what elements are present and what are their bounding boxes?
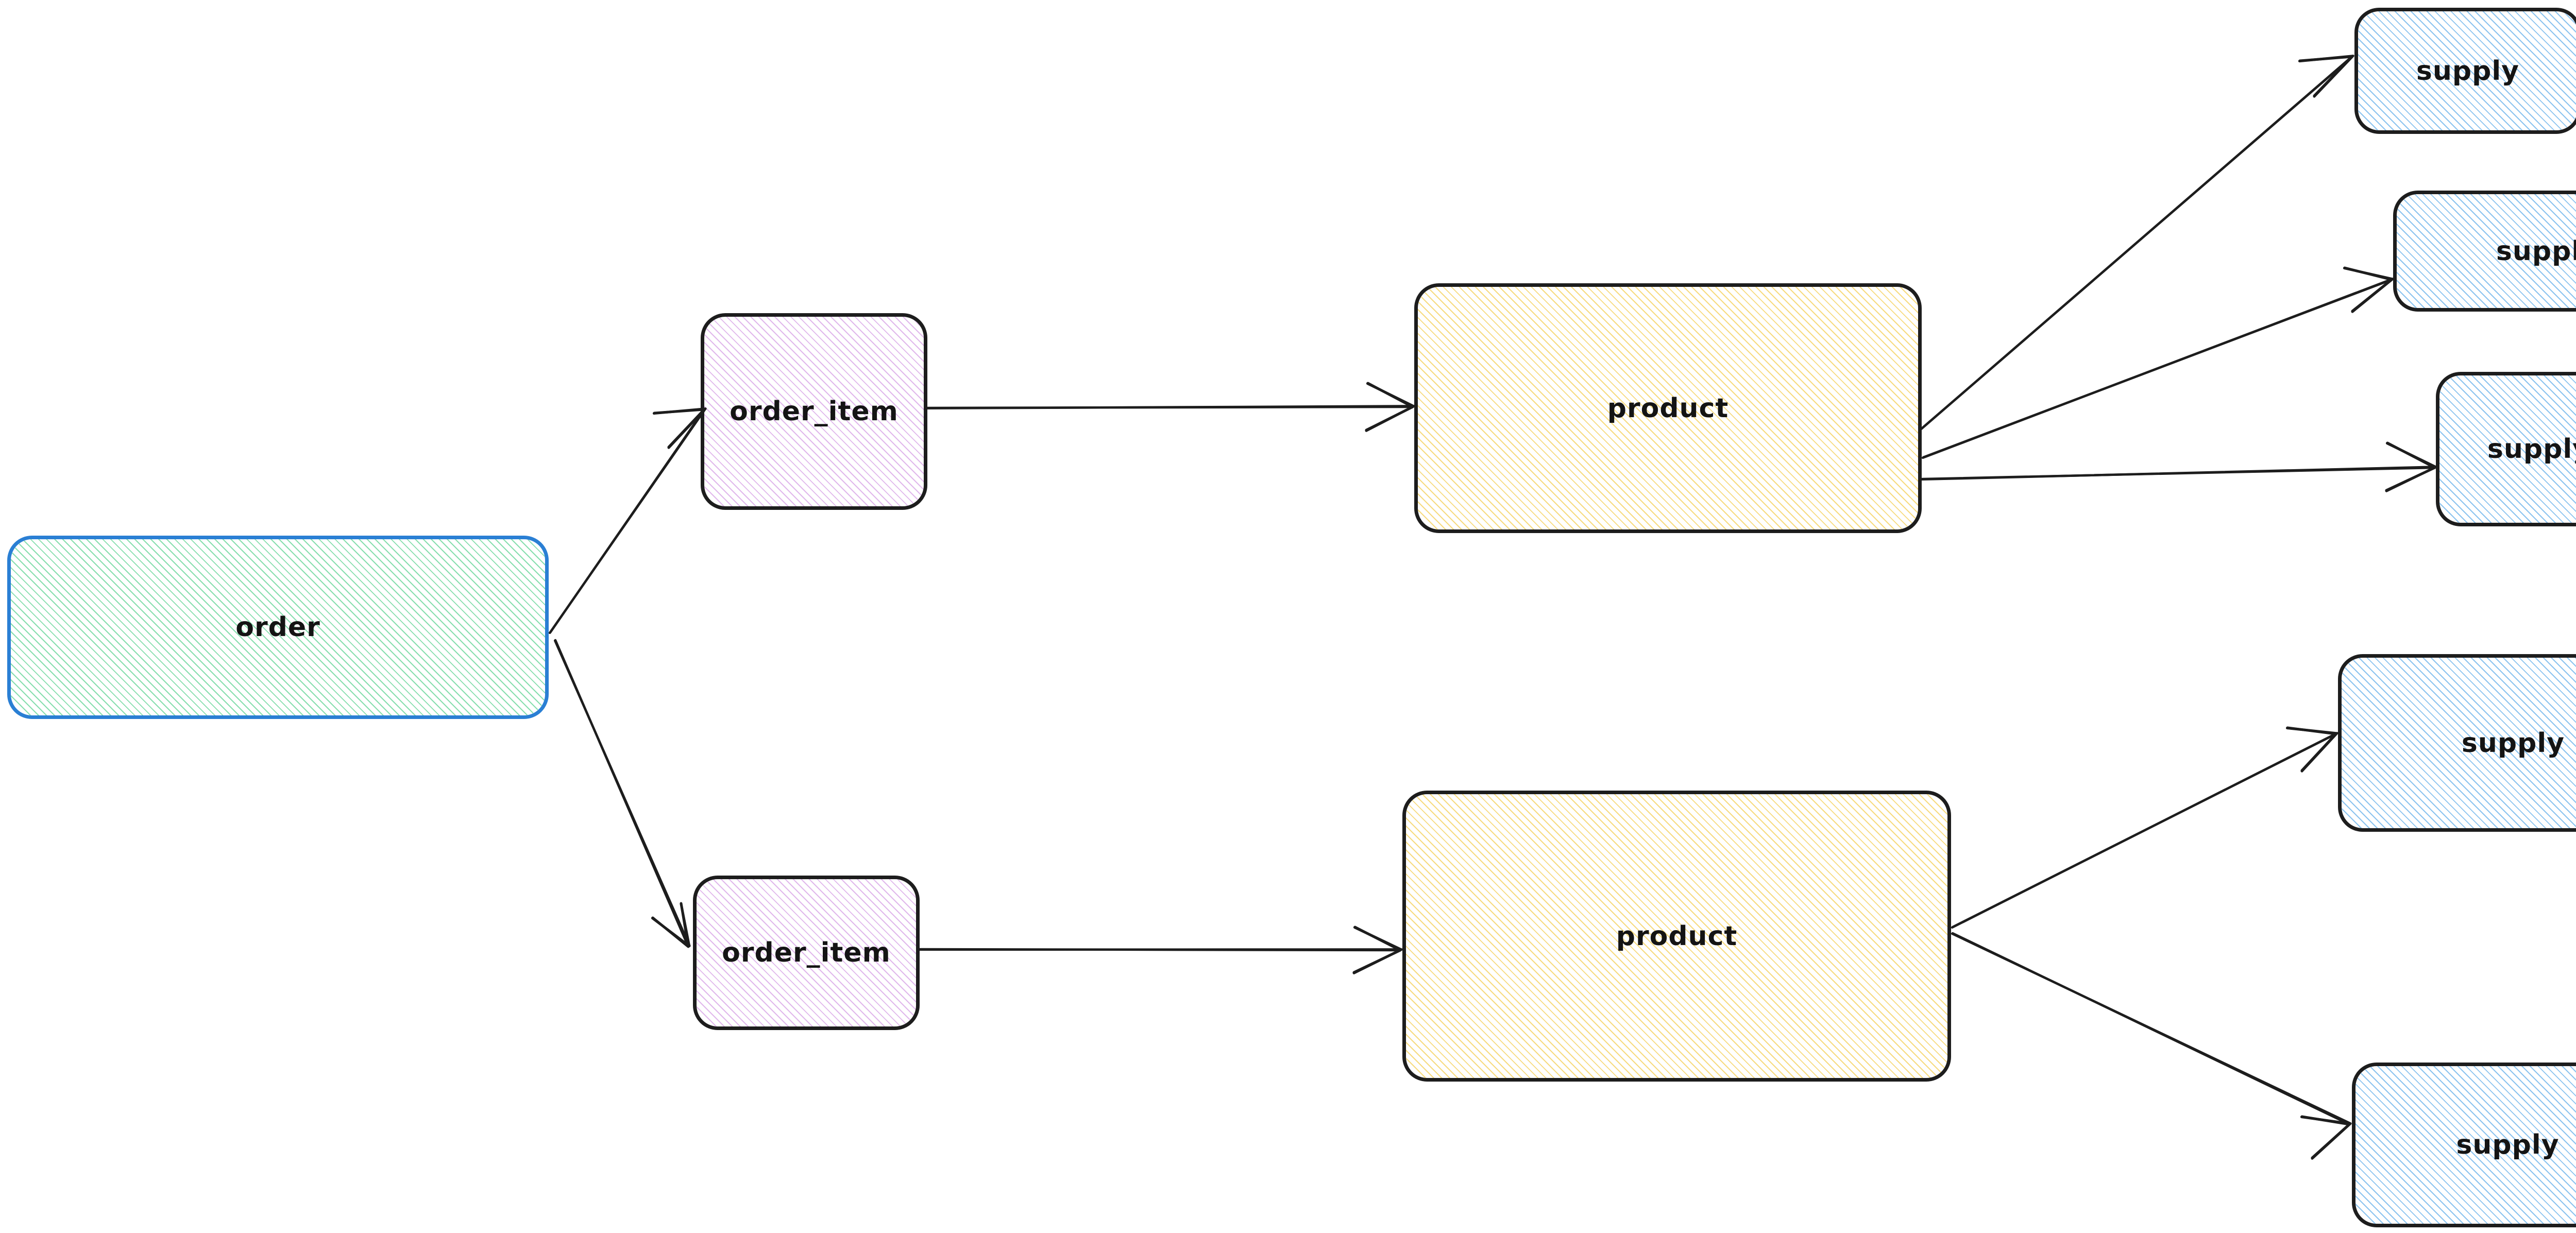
arrowhead-icon	[2285, 727, 2338, 773]
node-order_item_1[interactable]: order_item	[701, 313, 927, 510]
node-supply_1[interactable]: supply	[2354, 8, 2576, 134]
edge-order_item_1-to-product_1	[925, 382, 1415, 432]
edge-order-to-order_item_1	[548, 407, 707, 635]
arrowhead-icon	[2343, 267, 2394, 313]
arrowhead-icon	[2300, 1115, 2351, 1159]
node-product_2[interactable]: product	[1402, 791, 1951, 1082]
edge-product_2-to-supply_5	[1951, 932, 2352, 1160]
node-label: supply	[2496, 235, 2576, 267]
node-label: order_item	[730, 396, 899, 427]
edge-order-to-order_item_2	[553, 639, 691, 948]
node-label: supply	[2456, 1129, 2560, 1160]
edge-product_1-to-supply_1	[1920, 55, 2354, 431]
edge-product_1-to-supply_2	[1921, 266, 2394, 459]
node-order[interactable]: order	[7, 536, 549, 719]
node-label: supply	[2416, 55, 2520, 87]
arrowhead-icon	[2343, 266, 2393, 313]
arrowhead-icon	[2298, 55, 2353, 97]
node-label: supply	[2487, 434, 2576, 465]
arrowhead-icon	[2385, 442, 2437, 492]
node-product_1[interactable]: product	[1414, 283, 1922, 533]
edge-order_item_2-to-product_2	[918, 926, 1403, 974]
edge-product_2-to-supply_4	[1951, 726, 2338, 929]
arrowhead-icon	[651, 902, 691, 948]
node-label: product	[1607, 392, 1729, 424]
arrowhead-icon	[653, 408, 706, 449]
node-supply_2[interactable]: supply	[2393, 191, 2576, 312]
node-label: supply	[2461, 727, 2565, 759]
arrowhead-icon	[2286, 726, 2337, 772]
arrowhead-icon	[1352, 926, 1402, 974]
arrowhead-icon	[2385, 441, 2436, 492]
arrowhead-icon	[651, 902, 690, 948]
node-label: order	[235, 612, 320, 643]
node-label: order_item	[722, 937, 891, 968]
node-order_item_2[interactable]: order_item	[693, 876, 920, 1030]
arrowhead-icon	[2300, 1116, 2352, 1160]
node-supply_3[interactable]: supply	[2436, 372, 2576, 526]
node-label: product	[1616, 920, 1738, 952]
arrowhead-icon	[1365, 382, 1414, 432]
edge-product_1-to-supply_3	[1920, 441, 2437, 492]
arrowhead-icon	[2298, 55, 2354, 98]
arrowhead-icon	[1352, 926, 1403, 974]
node-supply_4[interactable]: supply	[2338, 654, 2576, 832]
node-supply_5[interactable]: supply	[2352, 1063, 2576, 1227]
arrowhead-icon	[652, 407, 707, 449]
arrowhead-icon	[1365, 382, 1415, 432]
